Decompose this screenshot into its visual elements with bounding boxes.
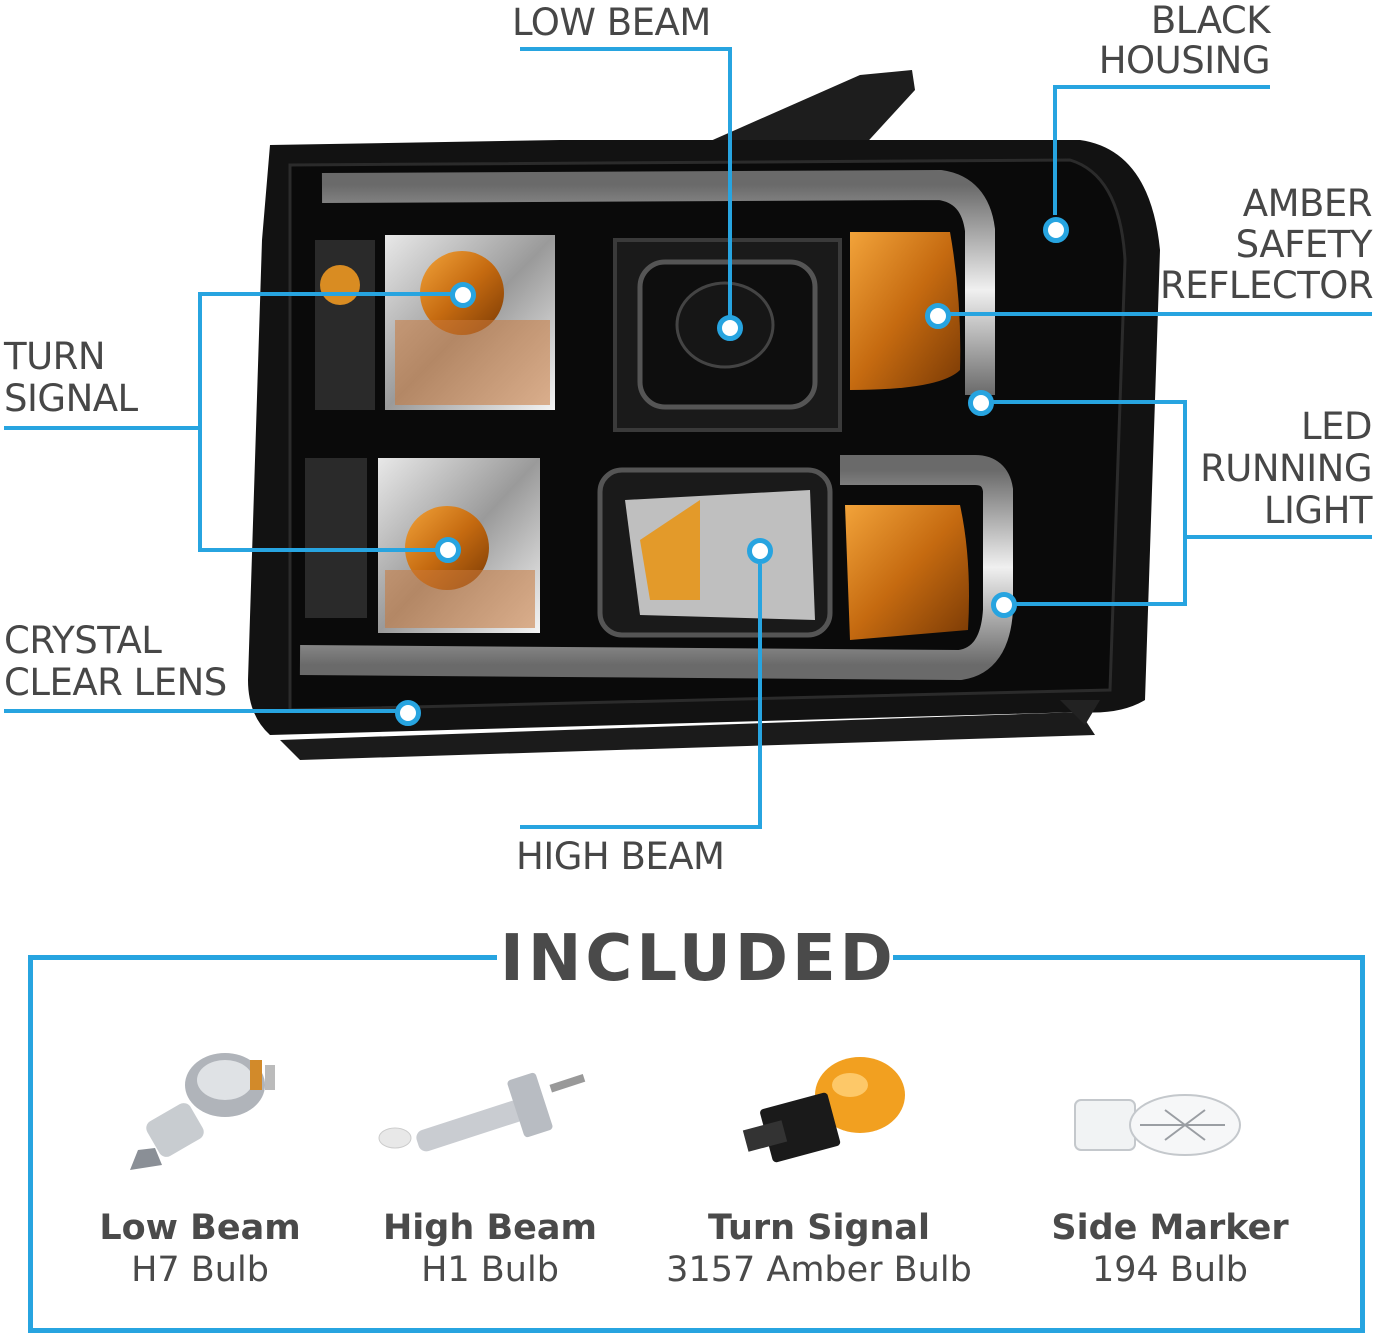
h7-bulb-icon [130, 1053, 275, 1170]
turn-signal-label-line1: TURN [4, 335, 106, 378]
crystal-clear-lens-leader-line [4, 709, 396, 713]
turn-signal-bulb-name: Turn Signal [707, 1208, 931, 1248]
194-bulb-icon [1074, 1094, 1241, 1156]
upper-turn-signal-marker [450, 282, 476, 308]
led-running-light-bracket-top [990, 400, 1187, 404]
turn-signal-bracket-top [198, 292, 453, 296]
high-beam-bulb-type: H1 Bulb [421, 1250, 559, 1290]
amber-reflector-leader-line [950, 312, 1372, 316]
high-beam-leader-line [520, 825, 762, 829]
included-title: INCLUDED [500, 922, 897, 996]
black-housing-label-line1: BLACK [1150, 0, 1271, 42]
led-running-light-bracket-bottom [1012, 602, 1187, 606]
turn-signal-bracket-vertical [198, 292, 202, 552]
led-running-light-label-line2: RUNNING [1200, 447, 1372, 490]
black-housing-leader-line [1053, 85, 1270, 89]
high-beam-bulb-name: High Beam [383, 1208, 597, 1248]
headlight-illustration [248, 70, 1160, 760]
side-marker-bulb-name: Side Marker [1051, 1208, 1289, 1248]
led-running-light-leader-line [1183, 535, 1372, 539]
crystal-clear-lens-marker [395, 700, 421, 726]
amber-reflector-label-line3: REFLECTOR [1160, 264, 1374, 307]
side-marker-bulb-type: 194 Bulb [1091, 1250, 1249, 1290]
3157-amber-bulb-icon [742, 1057, 905, 1163]
lower-turn-signal-marker [435, 537, 461, 563]
high-beam-leader-line-vertical [758, 564, 762, 828]
low-beam-bulb-name: Low Beam [99, 1208, 301, 1248]
low-beam-leader-line-vertical [728, 47, 732, 317]
crystal-clear-lens-label-line1: CRYSTAL [4, 619, 162, 662]
high-beam-label: HIGH BEAM [516, 835, 725, 878]
crystal-clear-lens-label-line2: CLEAR LENS [4, 661, 227, 704]
turn-signal-bulb-type: 3157 Amber Bulb [666, 1250, 972, 1290]
low-beam-leader-line [520, 47, 730, 51]
included-title-backdrop [497, 940, 893, 980]
turn-signal-bracket-bottom [198, 548, 438, 552]
high-beam-marker [747, 538, 773, 564]
upper-drl-marker [968, 390, 994, 416]
led-running-light-label-line1: LED [1301, 405, 1372, 448]
turn-signal-label-line2: SIGNAL [4, 377, 138, 420]
low-beam-label: LOW BEAM [512, 1, 711, 44]
led-running-light-label-line3: LIGHT [1263, 489, 1373, 532]
amber-reflector-label-line2: SAFETY [1235, 223, 1373, 266]
led-running-light-bracket-vertical [1183, 400, 1187, 606]
lower-drl-marker [991, 592, 1017, 618]
turn-signal-leader-line [4, 426, 202, 430]
amber-reflector-marker [925, 303, 951, 329]
low-beam-bulb-type: H7 Bulb [131, 1250, 269, 1290]
amber-reflector-label-line1: AMBER [1242, 182, 1373, 225]
black-housing-label-line2: HOUSING [1098, 39, 1271, 82]
black-housing-leader-line-vertical [1053, 85, 1057, 215]
black-housing-marker [1043, 217, 1069, 243]
low-beam-marker [717, 315, 743, 341]
h1-bulb-icon [378, 1072, 586, 1152]
